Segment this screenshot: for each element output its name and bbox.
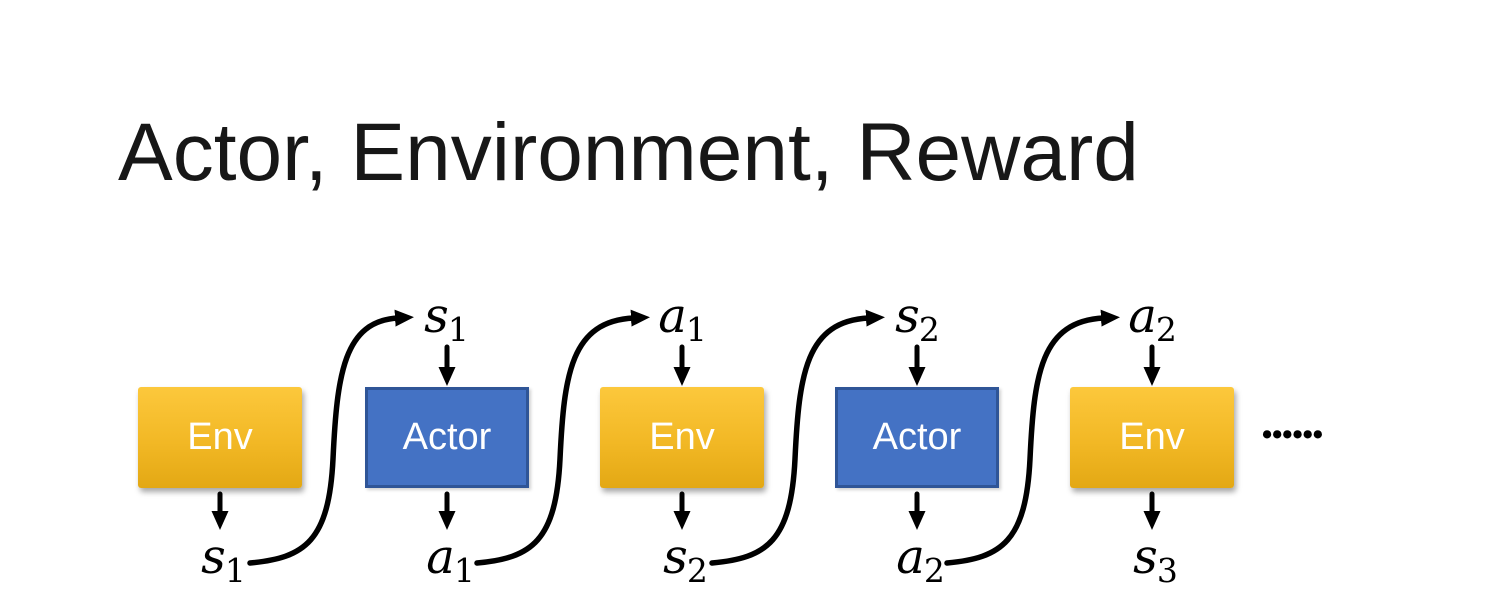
math-subscript: 2	[686, 551, 708, 590]
math-subscript: 2	[918, 310, 940, 349]
math-letter: a	[896, 529, 925, 585]
action-label-top-a2: a2	[1128, 292, 1178, 346]
env-box-2-label: Env	[649, 416, 715, 458]
flow-curve-a1-to-env2	[474, 309, 650, 566]
actor-box-2-label: Actor	[872, 416, 962, 458]
math-letter: a	[426, 529, 455, 585]
math-subscript: 1	[453, 551, 475, 590]
env-box-3-label: Env	[1119, 416, 1185, 458]
state-label-bottom-s1: s1	[201, 533, 247, 587]
math-letter: a	[1128, 288, 1157, 344]
state-label-top-s1: s1	[424, 292, 470, 346]
math-letter: s	[895, 288, 920, 344]
actor-box-1-label: Actor	[402, 416, 492, 458]
math-subscript: 3	[1156, 551, 1178, 590]
state-label-bottom-s3: s3	[1133, 533, 1179, 587]
math-letter: s	[201, 529, 226, 585]
flow-curve-s1-to-actor1	[247, 309, 414, 566]
action-label-bottom-a1: a1	[426, 533, 476, 587]
env-box-1-label: Env	[187, 416, 253, 458]
action-label-bottom-a2: a2	[896, 533, 946, 587]
actor-box-2: Actor	[835, 387, 999, 488]
env-box-2: Env	[600, 387, 764, 488]
env-box-1: Env	[138, 387, 302, 488]
flow-curve-a2-to-env3	[944, 309, 1120, 566]
math-letter: s	[424, 288, 449, 344]
math-letter: s	[1133, 529, 1158, 585]
state-label-top-s2: s2	[895, 292, 941, 346]
math-letter: a	[658, 288, 687, 344]
flow-curve-s2-to-actor2	[709, 309, 885, 566]
state-label-bottom-s2: s2	[663, 533, 709, 587]
continuation-ellipsis: ••••••	[1262, 419, 1323, 451]
action-label-top-a1: a1	[658, 292, 708, 346]
actor-box-1: Actor	[365, 387, 529, 488]
env-box-3: Env	[1070, 387, 1234, 488]
math-subscript: 1	[447, 310, 469, 349]
math-subscript: 2	[1155, 310, 1177, 349]
slide-title: Actor, Environment, Reward	[118, 107, 1139, 198]
math-letter: s	[663, 529, 688, 585]
math-subscript: 1	[224, 551, 246, 590]
math-subscript: 2	[923, 551, 945, 590]
math-subscript: 1	[685, 310, 707, 349]
